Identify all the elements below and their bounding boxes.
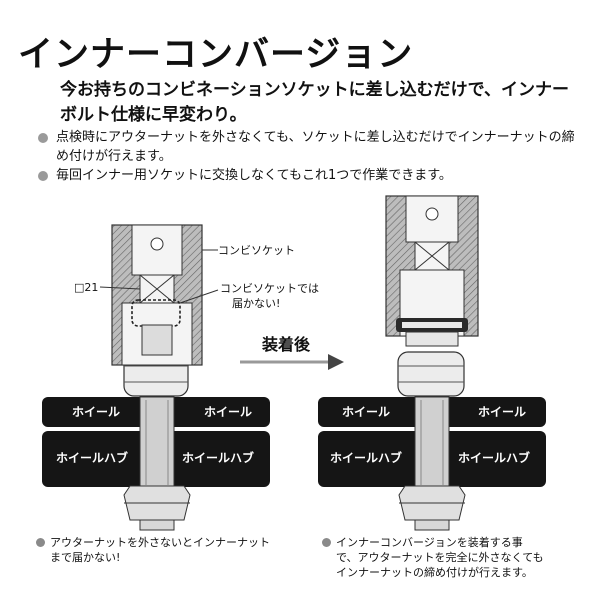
caption-left-line2: まで届かない! [50,551,121,564]
feature-list: 点検時にアウターナットを外さなくても、ソケットに差し込むだけでインナーナットの締… [38,128,583,185]
label-hub-left: ホイールハブ [56,450,128,465]
label-hub-right-2: ホイールハブ [458,450,530,465]
label-combi-socket: コンビソケット [218,244,295,257]
label-unreachable-2: 届かない! [232,297,280,310]
lead-text: 今お持ちのコンビネーションソケットに差し込むだけで、インナーボルト仕様に早変わり… [60,80,569,125]
label-size: □21 [74,281,98,294]
caption-right-line3: インナーナットの締め付けが行えます。 [336,566,533,579]
label-wheel-left: ホイール [72,405,120,419]
right-outer-nut [397,351,465,397]
feature-item: 毎回インナー用ソケットに交換しなくてもこれ1つで作業できます。 [38,166,583,185]
right-figure [318,195,546,531]
label-wheel-right: ホイール [204,405,252,419]
label-unreachable-1: コンビソケットでは [220,282,319,295]
feature-item: 点検時にアウターナットを外さなくても、ソケットに差し込むだけでインナーナットの締… [38,128,583,166]
label-wheel-left-2: ホイール [342,405,390,419]
left-figure [42,224,270,531]
arrow-label: 装着後 [261,335,311,354]
after-install-arrow [240,354,344,370]
page-title: インナーコンバージョン [18,35,414,75]
caption-right-line2: で、アウターナットを完全に外さなくても [336,551,544,564]
label-wheel-right-2: ホイール [478,405,526,419]
caption-left-line1: アウターナットを外さないとインナーナット [36,535,270,550]
label-hub-right: ホイールハブ [182,450,254,465]
caption-right-line1: インナーコンバージョンを装着する事 [322,535,523,550]
label-hub-left-2: ホイールハブ [330,450,402,465]
